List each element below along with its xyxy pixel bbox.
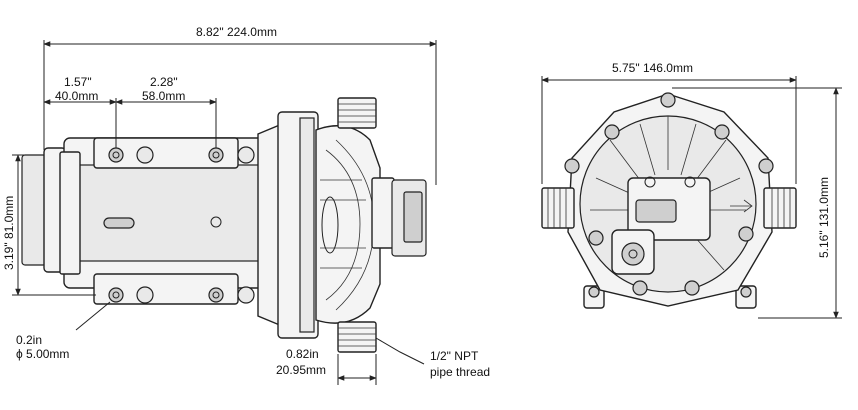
bolt-offset-in-label: 1.57" [64,75,92,89]
overall-length-label: 8.82" 224.0mm [196,25,277,39]
height-front-label: 5.16" 131.0mm [817,177,831,258]
bolt-spacing-in-label: 2.28" [150,75,178,89]
height-side-label: 3.19" 81.0mm [2,196,16,270]
bolt-offset-mm-label: 40.0mm [55,89,98,103]
side-view [21,97,427,353]
front-dimensions [541,76,842,319]
hole-in-label: 0.2in [16,333,42,347]
side-dimensions [12,40,437,385]
port-mm-label: 20.95mm [276,363,326,377]
hole-mm-label: ϕ 5.00mm [16,347,69,361]
bolt-spacing-mm-label: 58.0mm [142,89,185,103]
thread-type-label: pipe thread [430,365,490,379]
width-front-label: 5.75" 146.0mm [612,61,693,75]
port-in-label: 0.82in [286,347,319,361]
thread-size-label: 1/2" NPT [430,349,479,363]
front-view [541,92,797,309]
